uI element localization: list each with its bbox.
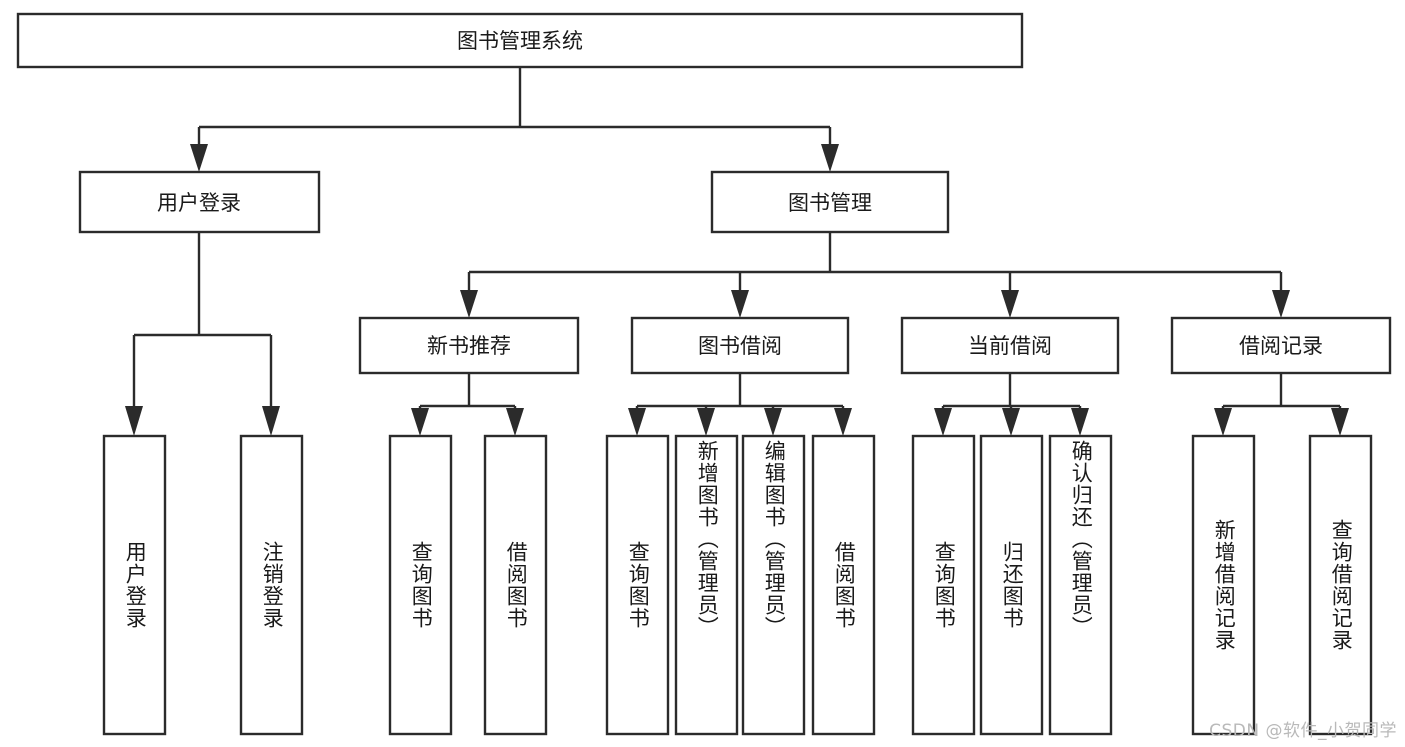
leaf-box-new-book-1[interactable] <box>388 434 453 736</box>
arrow-book-borrow-leaf-3 <box>764 408 782 436</box>
node-book-mgmt-box[interactable] <box>710 170 950 234</box>
node-book-mgmt-label: 图书管理 <box>788 191 872 215</box>
leaf-box-current-borrow-3[interactable] <box>1048 434 1113 736</box>
leaf-box-book-borrow-1[interactable] <box>605 434 670 736</box>
node-user-login-box[interactable] <box>78 170 321 234</box>
node-root-box[interactable] <box>16 12 1024 69</box>
arrow-borrow-record-leaf-2 <box>1331 408 1349 436</box>
node-book-borrow-label: 图书借阅 <box>698 334 782 358</box>
arrow-book-mgmt-to-book-borrow <box>731 290 749 318</box>
node-borrow-record-box[interactable] <box>1170 316 1392 375</box>
node-book-borrow-box[interactable] <box>630 316 850 375</box>
arrow-root-to-user-login <box>190 144 208 172</box>
leaf-box-user-login-2[interactable] <box>239 434 304 736</box>
arrow-book-mgmt-to-current-borrow <box>1001 290 1019 318</box>
node-current-borrow-box[interactable] <box>900 316 1120 375</box>
node-user-login-label: 用户登录 <box>157 191 241 215</box>
leaf-box-new-book-2[interactable] <box>483 434 548 736</box>
node-current-borrow-label: 当前借阅 <box>968 334 1052 358</box>
arrow-new-book-leaf-1 <box>411 408 429 436</box>
watermark-text: CSDN @软件_小贺同学 <box>1209 721 1397 741</box>
leaf-box-borrow-record-1[interactable] <box>1191 434 1256 736</box>
node-new-book-box[interactable] <box>358 316 580 375</box>
leaf-box-borrow-record-2[interactable] <box>1308 434 1373 736</box>
arrow-book-borrow-leaf-1 <box>628 408 646 436</box>
arrow-root-to-book-mgmt <box>821 144 839 172</box>
arrow-book-mgmt-to-new-book <box>460 290 478 318</box>
leaf-box-book-borrow-2[interactable] <box>674 434 739 736</box>
arrow-current-borrow-leaf-2 <box>1002 408 1020 436</box>
leaf-box-user-login-1[interactable] <box>102 434 167 736</box>
leaf-box-book-borrow-3[interactable] <box>741 434 806 736</box>
node-borrow-record-label: 借阅记录 <box>1239 334 1323 358</box>
arrow-borrow-record-leaf-1 <box>1214 408 1232 436</box>
arrow-book-mgmt-to-borrow-record <box>1272 290 1290 318</box>
arrow-current-borrow-leaf-3 <box>1071 408 1089 436</box>
arrow-book-borrow-leaf-2 <box>697 408 715 436</box>
arrow-current-borrow-leaf-1 <box>934 408 952 436</box>
node-new-book-label: 新书推荐 <box>427 334 511 358</box>
arrow-user-login-leaf-2 <box>262 406 280 436</box>
leaf-box-current-borrow-2[interactable] <box>979 434 1044 736</box>
arrow-user-login-leaf-1 <box>125 406 143 436</box>
node-root-label: 图书管理系统 <box>457 29 583 53</box>
arrow-new-book-leaf-2 <box>506 408 524 436</box>
leaf-box-current-borrow-1[interactable] <box>911 434 976 736</box>
leaf-box-book-borrow-4[interactable] <box>811 434 876 736</box>
arrow-book-borrow-leaf-4 <box>834 408 852 436</box>
